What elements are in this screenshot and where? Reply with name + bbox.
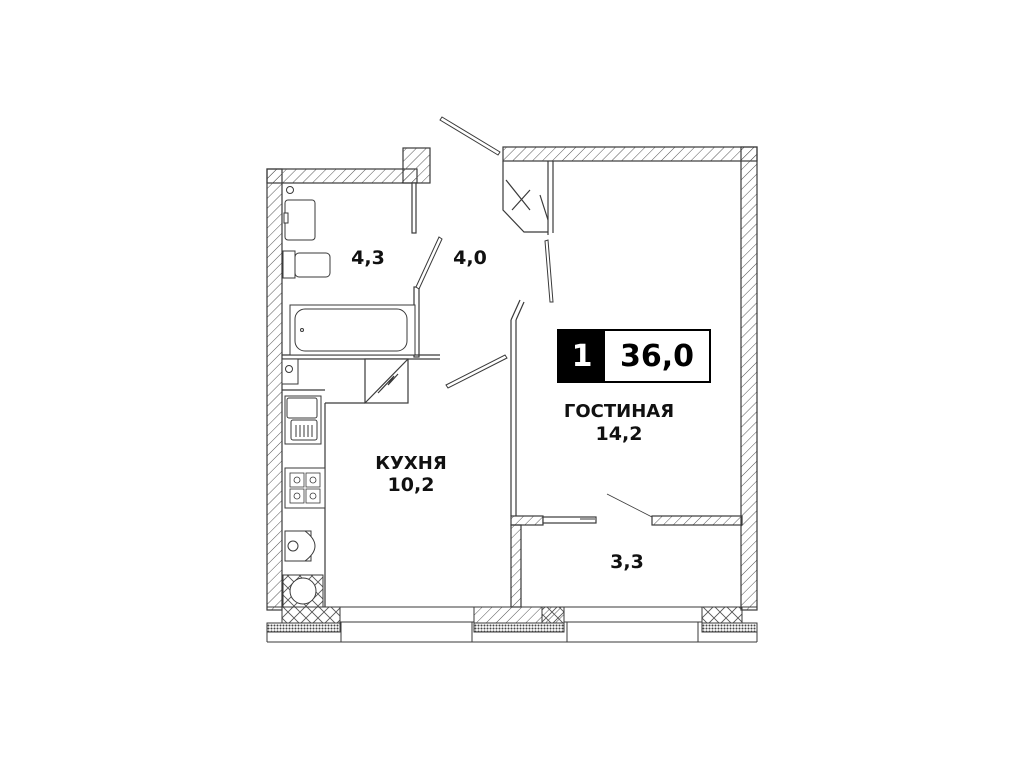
total-area: 36,0: [605, 331, 709, 381]
bathroom-fixtures: [281, 186, 416, 385]
room-name-kitchen: КУХНЯ: [375, 453, 447, 474]
room-area-living: 14,2: [595, 423, 643, 445]
interior-walls: [282, 161, 597, 607]
room-area-kitchen: 10,2: [387, 474, 435, 496]
exterior-walls: [266, 146, 758, 611]
room-area-loggia: 3,3: [610, 551, 644, 573]
room-area-bathroom: 4,3: [351, 247, 385, 269]
room-area-hallway: 4,0: [453, 247, 487, 269]
kitchen-fixtures: [282, 395, 326, 608]
room-count: 1: [559, 331, 605, 381]
doors: [415, 116, 653, 518]
room-name-living: ГОСТИНАЯ: [563, 401, 675, 422]
apartment-badge: 1 36,0: [557, 329, 711, 383]
bottom-wall: [266, 606, 758, 643]
